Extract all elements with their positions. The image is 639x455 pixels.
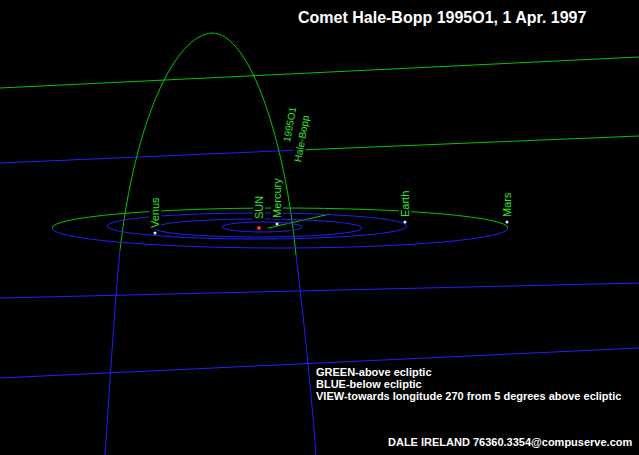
grid-line — [0, 57, 639, 88]
sun-dot — [257, 226, 261, 230]
planet-label: Mars — [501, 192, 513, 218]
orbit-below — [296, 255, 316, 455]
planet-dot — [276, 223, 279, 226]
orbit-below — [105, 250, 120, 455]
credit-line: DALE IRELAND 76360.3354@compuserve.com — [388, 436, 632, 448]
planet-label: Mercury — [271, 177, 283, 219]
planet-dot — [154, 232, 157, 235]
planet-dot — [404, 221, 407, 224]
planet-label: SUN — [253, 195, 265, 220]
key-note: BLUE-below ecliptic — [316, 378, 422, 390]
diagram-title: Comet Hale-Bopp 1995O1, 1 Apr. 1997 — [298, 9, 586, 27]
grid-line — [300, 136, 639, 150]
venus-orbit — [154, 219, 362, 237]
planet-label: Earth — [399, 190, 411, 218]
planet-dot — [506, 221, 509, 224]
grid-line — [0, 150, 300, 163]
key-note: GREEN-above ecliptic — [316, 366, 432, 378]
mercury-orbit — [222, 222, 302, 232]
grid-line — [0, 348, 639, 378]
grid-line — [0, 283, 639, 298]
planet-label: Venus — [149, 196, 161, 229]
bodies — [154, 221, 509, 235]
key-note: VIEW-towards longitude 270 from 5 degree… — [316, 390, 621, 402]
ecliptic-grid — [0, 57, 639, 378]
